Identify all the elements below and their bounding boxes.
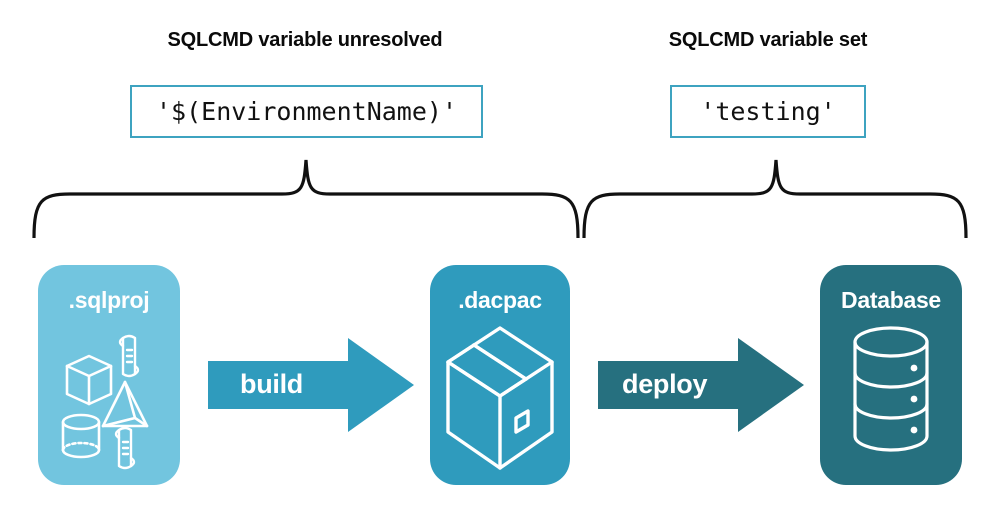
node-sqlproj-label: .sqlproj	[68, 287, 150, 313]
heading-sqlcmd-variable-set: SQLCMD variable set	[668, 29, 868, 51]
cube-icon	[65, 354, 113, 406]
status-dot	[910, 395, 918, 403]
scroll-icon	[114, 426, 136, 470]
node-dacpac-label: .dacpac	[458, 287, 542, 313]
node-dacpac[interactable]: .dacpac	[430, 265, 570, 485]
scroll-icon	[118, 334, 140, 378]
cylinder-icon	[61, 413, 101, 459]
arrow-deploy-label: deploy	[622, 369, 708, 399]
arrow-build-label: build	[240, 369, 303, 399]
pyramid-icon	[101, 380, 149, 428]
status-dot	[910, 426, 918, 434]
status-dot	[910, 364, 918, 372]
node-database-label: Database	[841, 287, 941, 313]
node-sqlproj[interactable]: .sqlproj	[38, 265, 180, 485]
arrow-build[interactable]	[208, 338, 414, 432]
code-box-testing: 'testing'	[670, 85, 866, 138]
sqlproj-object-icons	[61, 334, 149, 470]
heading-sqlcmd-variable-unresolved: SQLCMD variable unresolved	[167, 29, 443, 51]
code-box-environment-name: '$(EnvironmentName)'	[130, 85, 483, 138]
package-box-icon	[446, 326, 554, 470]
curly-brace-right	[582, 159, 968, 238]
arrow-deploy[interactable]	[598, 338, 804, 432]
database-cylinder-icon	[853, 326, 929, 452]
node-database[interactable]: Database	[820, 265, 962, 485]
curly-brace-left	[32, 159, 580, 238]
